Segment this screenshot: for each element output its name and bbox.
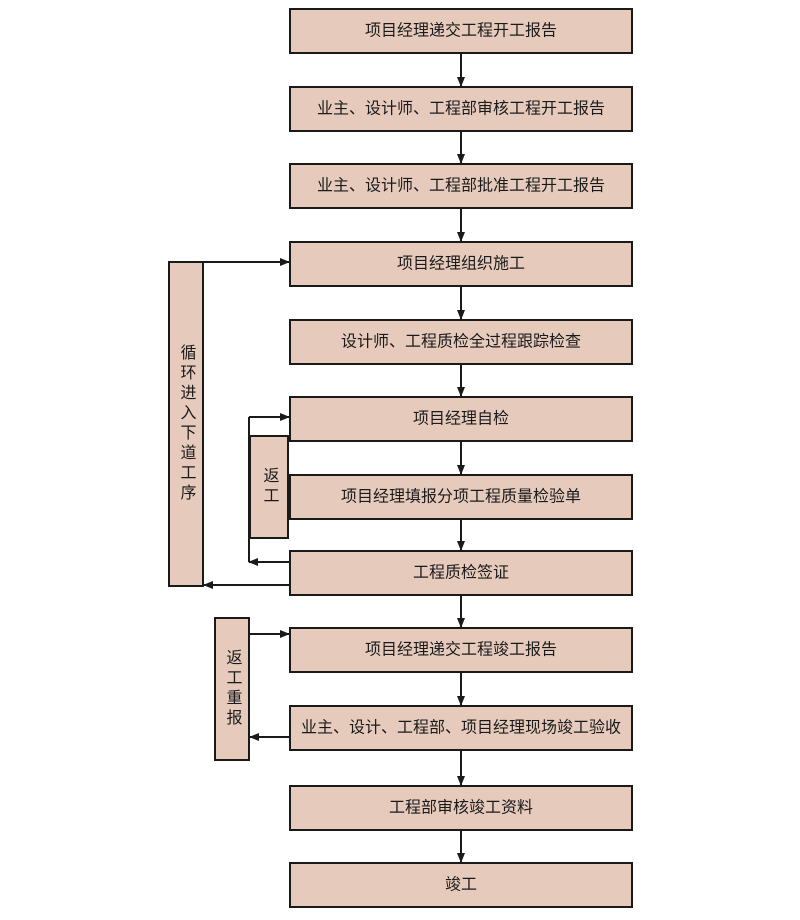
step-6-label: 项目经理自检	[413, 409, 509, 428]
step-5: 设计师、工程质检全过程跟踪检查	[289, 319, 633, 365]
step-9: 项目经理递交工程竣工报告	[289, 627, 633, 673]
step-3-label: 业主、设计师、工程部批准工程开工报告	[317, 176, 605, 195]
loop-rework-box	[249, 435, 289, 539]
step-1: 项目经理递交工程开工报告	[289, 8, 633, 54]
step-10-label: 业主、设计、工程部、项目经理现场竣工验收	[301, 718, 621, 737]
loop-rework-label: 返工	[261, 467, 280, 507]
step-4-label: 项目经理组织施工	[397, 254, 525, 273]
step-7: 项目经理填报分项工程质量检验单	[289, 474, 633, 520]
loop-rework: 返工	[248, 413, 290, 566]
step-3: 业主、设计师、工程部批准工程开工报告	[289, 163, 633, 209]
step-1-label: 项目经理递交工程开工报告	[365, 21, 557, 40]
step-8-label: 工程质检签证	[413, 563, 509, 582]
step-12: 竣工	[289, 862, 633, 908]
loop-rework-resubmit-label: 返工重报	[224, 649, 243, 729]
step-11-label: 工程部审核竣工资料	[389, 798, 533, 817]
loop-rework-resubmit: 返工重报	[214, 617, 290, 761]
loop-next-process-label: 循环进入下道工序	[178, 344, 197, 504]
step-8: 工程质检签证	[289, 550, 633, 596]
loop-rework-resubmit-box	[214, 617, 250, 761]
step-2: 业主、设计师、工程部审核工程开工报告	[289, 86, 633, 132]
step-11: 工程部审核竣工资料	[289, 785, 633, 831]
step-2-label: 业主、设计师、工程部审核工程开工报告	[317, 99, 605, 118]
step-7-label: 项目经理填报分项工程质量检验单	[341, 487, 581, 506]
loop-next-process-box	[168, 261, 204, 587]
step-12-label: 竣工	[445, 875, 477, 894]
step-9-label: 项目经理递交工程竣工报告	[365, 640, 557, 659]
step-5-label: 设计师、工程质检全过程跟踪检查	[341, 332, 581, 351]
step-4: 项目经理组织施工	[289, 241, 633, 287]
step-6: 项目经理自检	[289, 396, 633, 442]
step-10: 业主、设计、工程部、项目经理现场竣工验收	[289, 705, 633, 751]
loop-next-process: 循环进入下道工序	[168, 258, 290, 589]
